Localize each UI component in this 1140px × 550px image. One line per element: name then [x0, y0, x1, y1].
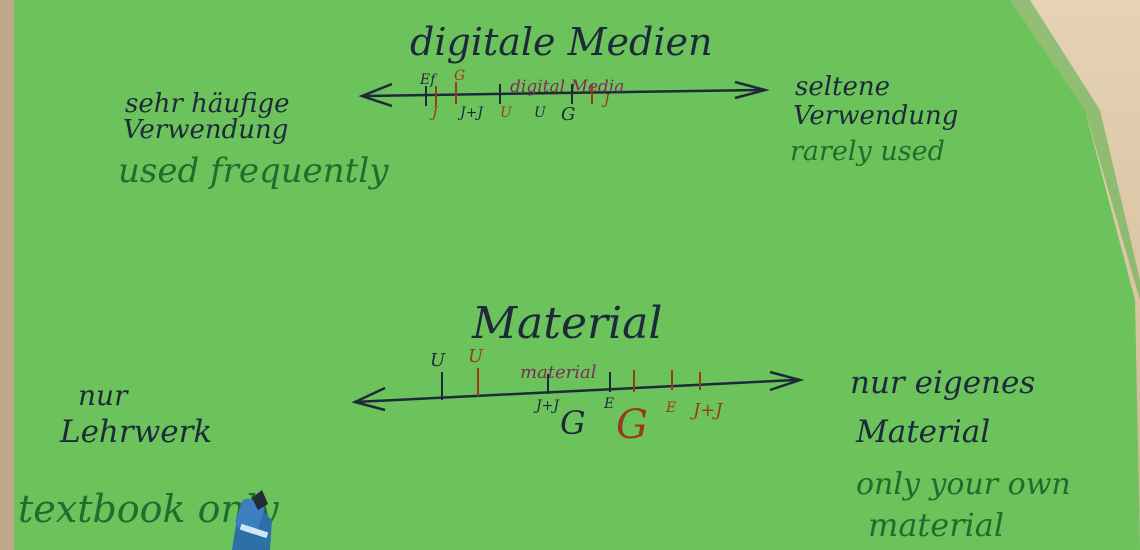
bottom-left-en: textbook only	[18, 487, 279, 531]
top-mark-8: J	[601, 92, 611, 108]
top-mark-1: Ef	[419, 72, 438, 88]
top-axis-line	[361, 88, 761, 98]
top-mark-2: G	[454, 68, 465, 84]
top-left-de-2: Verwendung	[123, 115, 288, 145]
bottom-axis-line	[354, 378, 796, 404]
bottom-left-de-1: nur	[78, 379, 129, 412]
bottom-axis-arrow-left	[351, 386, 386, 412]
bottom-mark-5: G	[560, 404, 586, 442]
bottom-right-de-1: nur eigenes	[850, 365, 1035, 401]
top-title: digitale Medien	[410, 20, 712, 64]
top-axis-arrow-right	[734, 80, 770, 100]
bottom-right-de-2: Material	[855, 414, 990, 450]
bottom-mark-4: E	[603, 396, 614, 412]
top-mark-7: J	[429, 105, 439, 121]
bottom-mark-1: U	[430, 350, 446, 371]
top-axis-arrow-left	[358, 82, 393, 108]
bottom-mark-3: J+J	[533, 398, 560, 414]
poster-sheet	[14, 0, 1140, 550]
bottom-mark-8: J+J	[689, 400, 724, 421]
top-right-de-2: Verwendung	[793, 101, 958, 131]
top-mark-6: G	[561, 104, 575, 125]
marker-pen	[232, 490, 272, 550]
top-left-de-1: sehr häufige	[125, 89, 290, 119]
top-right-en: rarely used	[790, 136, 945, 167]
bottom-mark-7: E	[665, 400, 676, 416]
top-mark-5: U	[534, 105, 547, 121]
bottom-right-en-2: material	[868, 506, 1004, 544]
bottom-left-de-2: Lehrwerk	[59, 414, 212, 450]
bottom-mark-6: G	[616, 402, 648, 448]
bottom-axis-label: material	[520, 362, 597, 383]
bottom-mark-2: U	[468, 346, 484, 367]
top-axis-label: digital Media	[510, 77, 624, 97]
top-right-de-1: seltene	[795, 72, 890, 102]
bottom-title: Material	[471, 298, 662, 349]
bottom-right-en-1: only your own	[856, 467, 1071, 502]
top-mark-4: U	[500, 105, 513, 121]
bottom-axis-arrow-right	[769, 370, 805, 392]
top-mark-3: J+J	[457, 105, 484, 121]
top-left-en: used frequently	[118, 151, 389, 191]
